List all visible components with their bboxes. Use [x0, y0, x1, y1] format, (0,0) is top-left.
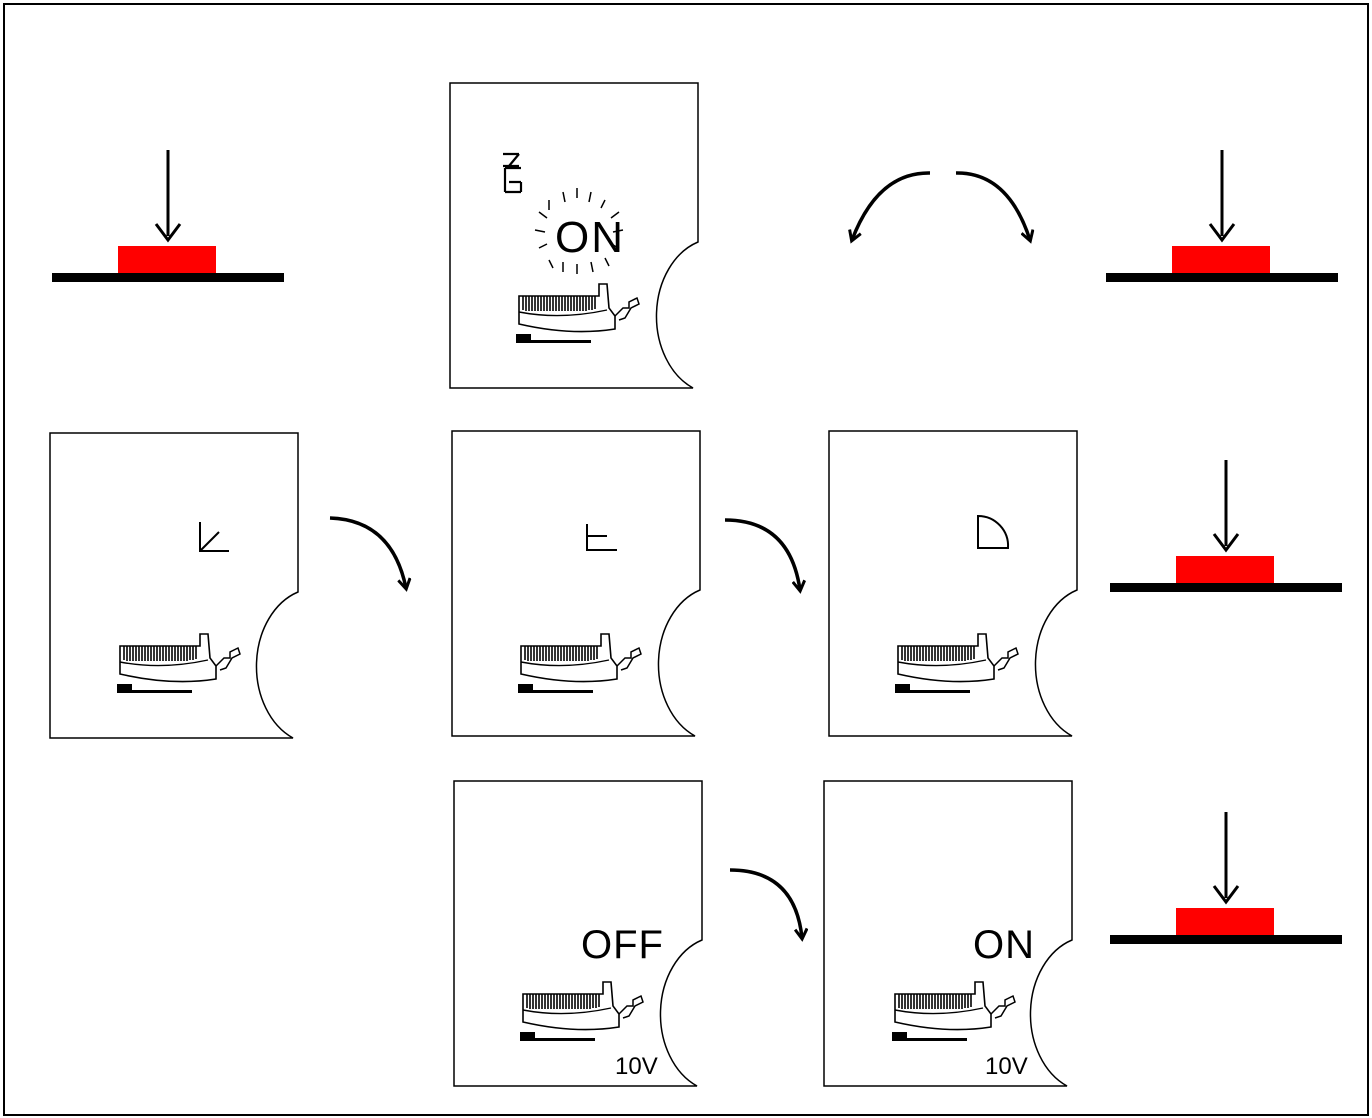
press-button-icon	[1106, 148, 1338, 284]
angle-icon	[199, 522, 229, 552]
next-arrow-icon	[329, 516, 406, 588]
lcd-display-text: ON	[555, 213, 625, 262]
voltage-label: 10V	[615, 1053, 658, 1080]
panel-mode-edge	[451, 430, 701, 737]
next-arrow-icon	[724, 518, 800, 590]
panel-zone-on: ON	[449, 82, 699, 389]
panel-on-state: ON 10V	[823, 780, 1073, 1087]
zone-icon	[503, 152, 523, 194]
lcd-display-text: OFF	[581, 923, 664, 967]
lcd-display-text: ON	[973, 923, 1035, 967]
next-arrow-icon	[729, 868, 802, 938]
press-button-icon	[1110, 810, 1342, 946]
swap-arrows-icon	[852, 171, 1030, 240]
quarter-circle-icon	[977, 514, 1010, 549]
panel-mode-quarter	[828, 430, 1078, 737]
panel-mode-angle	[49, 432, 299, 739]
voltage-label: 10V	[985, 1053, 1028, 1080]
panel-off-state: OFF 10V	[453, 780, 703, 1087]
edge-icon	[586, 524, 617, 551]
press-button-icon	[52, 148, 284, 284]
press-button-icon	[1110, 458, 1342, 594]
blink-rays-icon	[534, 188, 624, 274]
